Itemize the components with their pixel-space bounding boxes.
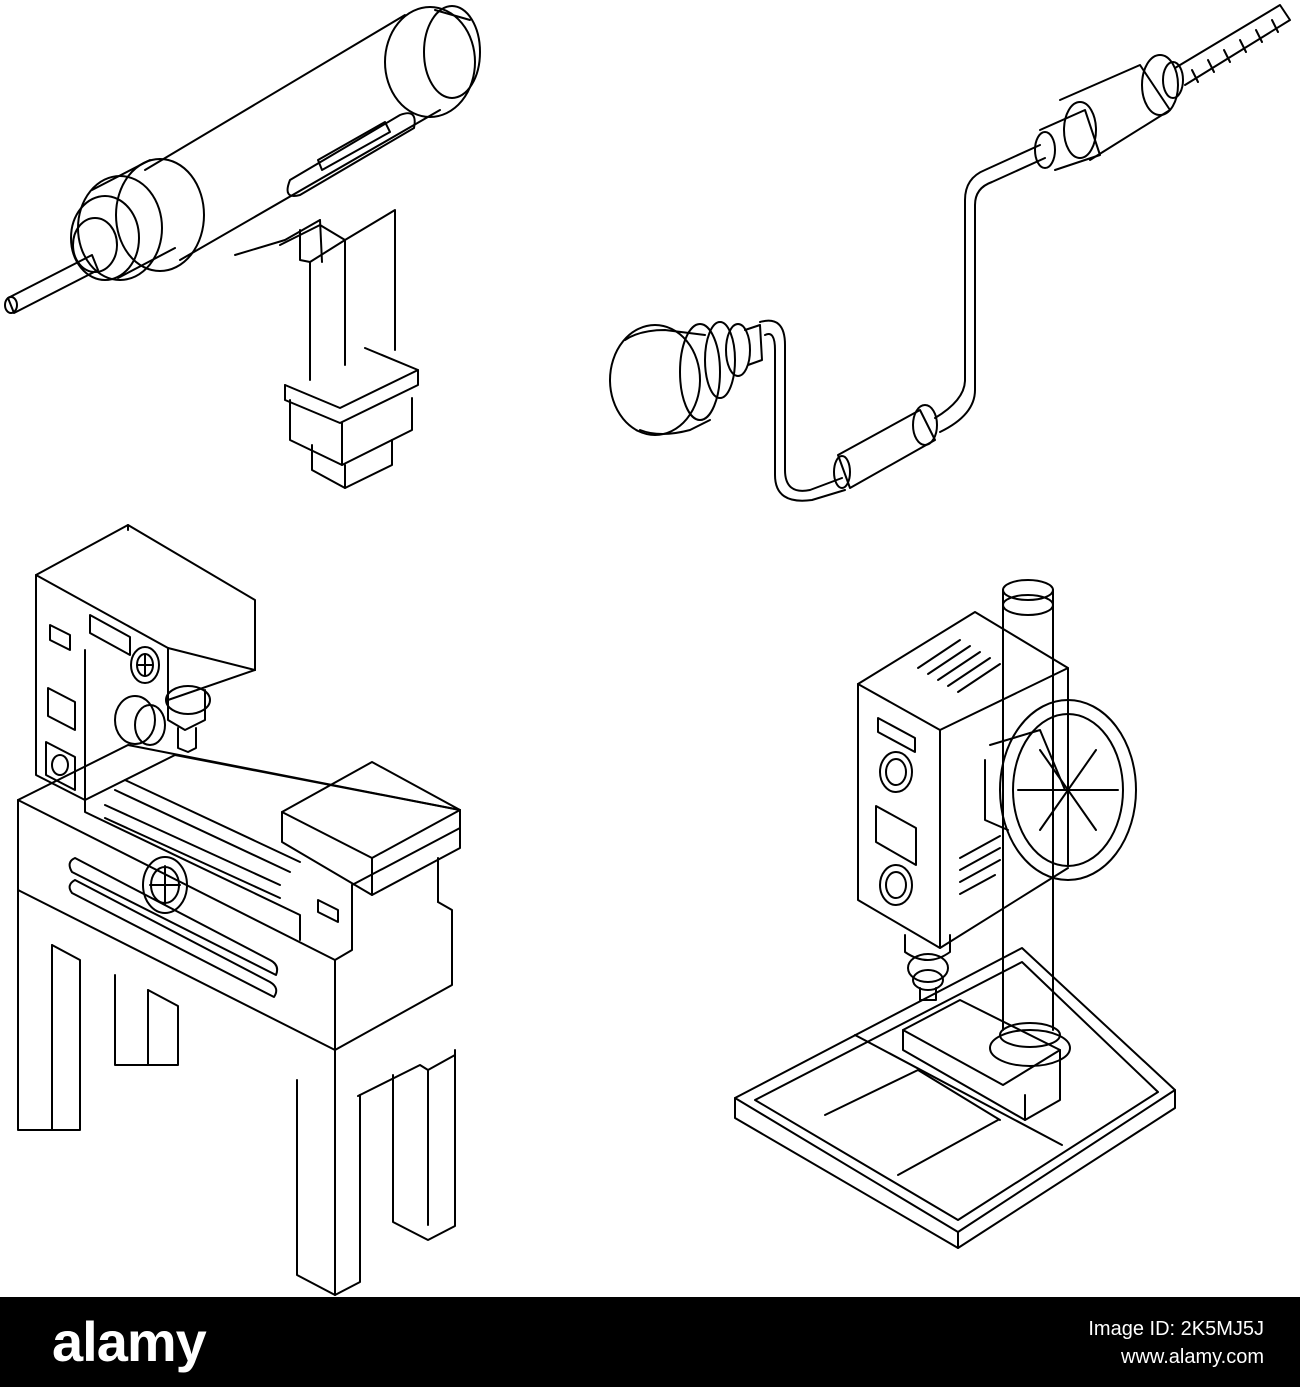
hand-brace-drill-icon <box>609 4 1291 502</box>
brand-logo: alamy <box>52 1310 207 1373</box>
illustration-svg <box>4 4 1291 1296</box>
site-url: www.alamy.com <box>1121 1346 1264 1368</box>
image-id-label: Image ID: 2K5MJ5J <box>1088 1318 1264 1340</box>
drill-press-icon <box>734 579 1176 1249</box>
illustration-canvas <box>4 4 1291 1296</box>
bench-milling-machine-icon <box>17 524 461 1296</box>
watermark-footer-bar: alamy Image ID: 2K5MJ5J www.alamy.com <box>0 1297 1300 1387</box>
electric-drill-icon <box>4 5 481 489</box>
